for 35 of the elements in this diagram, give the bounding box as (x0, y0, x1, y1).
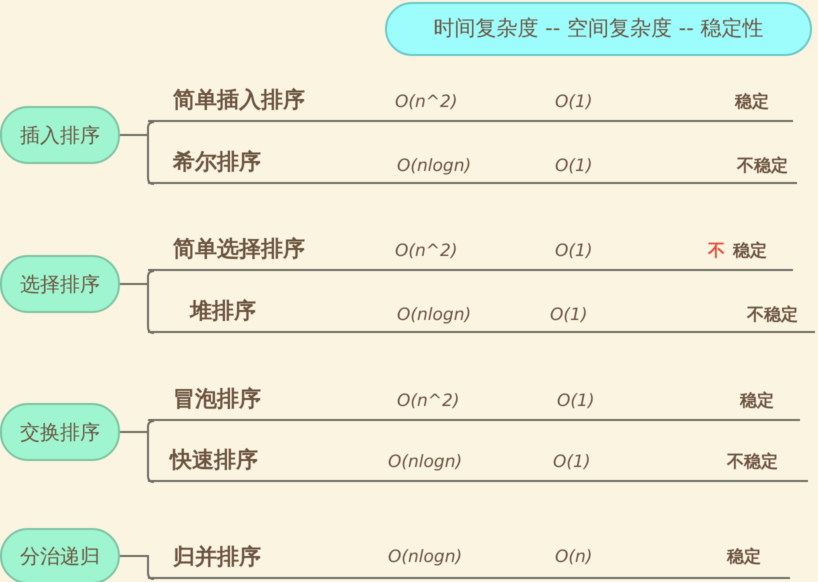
stability-text: 不稳定 (747, 304, 798, 327)
category-pill: 选择排序 (0, 255, 120, 313)
category-pill: 分治递归 (0, 528, 120, 582)
stability-text: 稳定 (735, 91, 769, 114)
stability-text: 不稳定 (727, 451, 778, 474)
stability-text: 稳定 (733, 240, 767, 263)
algorithm-name: 归并排序 (173, 544, 261, 572)
complexity-text: O(1) (555, 240, 592, 263)
category-pill: 插入排序 (0, 106, 120, 164)
stability-text: 稳定 (740, 390, 774, 413)
header-pill: 时间复杂度 -- 空间复杂度 -- 稳定性 (385, 2, 812, 56)
complexity-text: O(n) (555, 546, 592, 569)
algorithm-name: 冒泡排序 (173, 386, 261, 414)
branch-line (120, 555, 154, 580)
complexity-text: O(1) (555, 155, 592, 178)
stability-text: 稳定 (727, 546, 761, 569)
category-pill: 交换排序 (0, 403, 120, 461)
algorithm-name: 简单选择排序 (173, 236, 305, 264)
complexity-text: O(n^2) (395, 91, 458, 114)
complexity-text: O(nlogn) (388, 546, 462, 569)
complexity-text: O(nlogn) (397, 155, 472, 178)
complexity-text: O(nlogn) (388, 451, 462, 474)
stability-text: 不稳定 (737, 155, 788, 178)
stability-text: 不 (708, 240, 725, 263)
algorithm-name: 堆排序 (190, 298, 256, 326)
complexity-text: O(1) (557, 390, 594, 413)
complexity-text: O(n^2) (397, 390, 460, 413)
algorithm-name: 简单插入排序 (173, 86, 305, 115)
algorithm-name: 快速排序 (170, 446, 258, 475)
complexity-text: O(n^2) (395, 240, 458, 263)
complexity-text: O(1) (550, 304, 588, 327)
complexity-text: O(1) (553, 451, 590, 474)
complexity-text: O(nlogn) (397, 304, 472, 327)
complexity-text: O(1) (555, 91, 592, 114)
algorithm-name: 希尔排序 (173, 148, 261, 177)
